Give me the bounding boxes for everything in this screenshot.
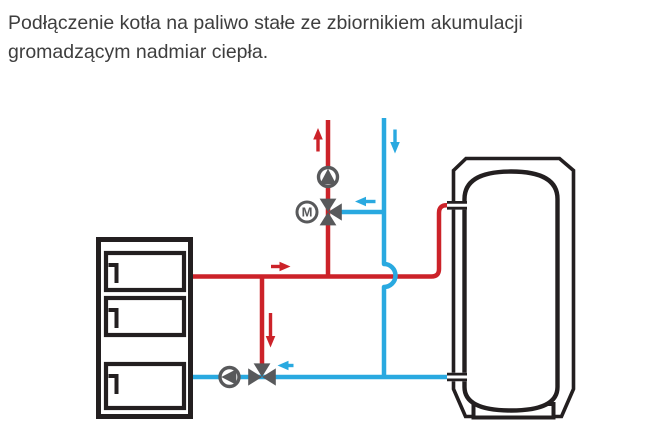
tank-connections: [447, 201, 467, 382]
motorized-mixing-valve-icon: M: [295, 198, 342, 226]
door-handle-middle: [108, 308, 119, 328]
hot-connection-stub: [447, 201, 467, 210]
valve-port-top: [253, 363, 271, 377]
solid-fuel-boiler-icon: [96, 237, 193, 419]
boiler-door-bottom: [103, 361, 187, 411]
door-handle-bottom: [108, 374, 119, 394]
valve-port-bottom: [319, 212, 337, 226]
page-title: Podłączenie kotła na paliwo stałe ze zbi…: [8, 9, 648, 67]
boiler-door-middle: [103, 295, 187, 338]
valve-port-right: [262, 368, 276, 386]
circulation-pump-icon: [218, 365, 241, 389]
valve-port-top: [319, 198, 337, 212]
accumulation-tank-icon: [451, 156, 576, 420]
hot-right-arrow: [271, 261, 291, 272]
flow-arrows: [265, 128, 400, 371]
hot-supply-pipe: [190, 203, 450, 279]
three-way-valve-icon: [248, 363, 276, 386]
cold-stub-mask: [447, 372, 467, 382]
cold-connection-stub: [447, 372, 467, 382]
page-title-line2: gromadzącym nadmiar ciepła.: [8, 41, 269, 63]
hot-stub-mask: [447, 201, 467, 210]
valve-port-left: [248, 368, 262, 386]
hot-down-arrow: [265, 313, 276, 348]
cold-left-arrow-upper: [355, 196, 376, 207]
page-title-line1: Podłączenie kotła na paliwo stałe ze zbi…: [8, 12, 523, 34]
tank-vessel: [462, 169, 560, 413]
cold-down-arrow: [390, 129, 400, 154]
valve-port-right: [328, 203, 342, 221]
pump-impeller-up: [319, 168, 337, 185]
circulation-pump-icon: [316, 165, 340, 189]
pump-impeller-left: [221, 369, 237, 385]
cold-vertical-pipe-with-crossover: [381, 118, 398, 377]
boiler-door-top: [103, 250, 187, 293]
pipework: [190, 118, 450, 380]
tank-insulation: [451, 156, 576, 419]
cold-left-arrow-lower: [277, 360, 294, 371]
door-handle-top: [108, 263, 119, 283]
hot-up-arrow: [313, 128, 323, 152]
valve-motor-icon: [295, 200, 319, 224]
motor-label: M: [302, 205, 313, 220]
